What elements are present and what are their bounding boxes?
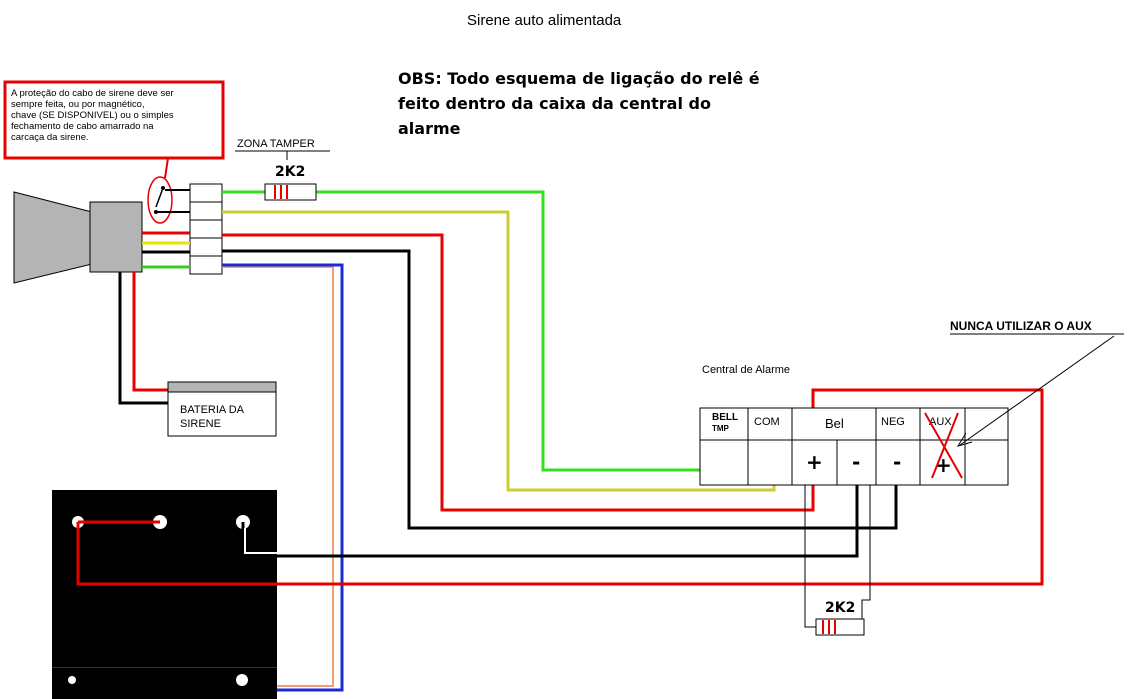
terminal-tmp-label: TMP	[712, 424, 730, 433]
aux-cross-out	[924, 412, 963, 479]
obs-line-1: OBS: Todo esquema de ligação do relê é	[398, 69, 760, 88]
bel-plus-sign: +	[806, 450, 823, 474]
tamper-zone: ZONA TAMPER 2K2	[235, 138, 330, 180]
terminal-bel-label: Bel	[825, 416, 844, 431]
tamper-resistor	[264, 183, 317, 201]
siren-body	[89, 201, 143, 273]
aux-warning-label: NUNCA UTILIZAR O AUX	[950, 319, 1092, 333]
panel-resistor-label: 2K2	[825, 600, 855, 616]
alarm-panel: BELL TMP COM Bel NEG AUX + - - +	[699, 407, 1009, 486]
page-title: Sirene auto alimentada	[467, 12, 622, 29]
relay-contact-4	[68, 676, 76, 684]
obs-note: OBS: Todo esquema de ligação do relê é f…	[398, 69, 760, 138]
tamper-switch	[147, 176, 190, 224]
aux-warning: NUNCA UTILIZAR O AUX	[950, 319, 1124, 447]
relay-board	[52, 490, 277, 699]
tamper-switch-highlight	[147, 176, 173, 224]
protection-line-1: A proteção do cabo de sirene deve ser	[11, 88, 174, 99]
obs-line-3: alarme	[398, 119, 461, 138]
protection-note: A proteção do cabo de sirene deve ser se…	[3, 80, 225, 179]
obs-line-2: feito dentro da caixa da central do	[398, 94, 711, 113]
battery-label-1: BATERIA DA	[180, 404, 245, 416]
terminal-com-label: COM	[754, 416, 780, 428]
protection-pointer	[164, 157, 169, 179]
protection-note-box	[3, 80, 225, 160]
terminal-aux-label: AUX	[929, 416, 952, 428]
siren-battery: BATERIA DA SIRENE	[167, 381, 277, 437]
siren	[13, 191, 143, 284]
terminal-neg-label: NEG	[881, 416, 905, 428]
terminal-bell-label: BELL	[712, 412, 738, 423]
protection-line-4: fechamento de cabo amarrado na	[11, 121, 154, 132]
protection-line-3: chave (SE DISPONIVEL) ou o simples	[11, 110, 174, 121]
terminal-block	[189, 183, 223, 275]
protection-line-5: carcaça da sirene.	[11, 132, 89, 143]
warning-arrow	[959, 335, 1115, 446]
panel-resistor: 2K2	[804, 485, 871, 636]
siren-horn	[13, 191, 93, 284]
bel-minus-sign: -	[852, 450, 860, 474]
battery-label-2: SIRENE	[180, 418, 221, 430]
neg-minus-sign: -	[893, 450, 901, 474]
panel-title: Central de Alarme	[702, 364, 790, 376]
tamper-zone-label: ZONA TAMPER	[237, 138, 315, 150]
tamper-resistor-label: 2K2	[275, 164, 305, 180]
relay-contact-5	[236, 674, 248, 686]
protection-line-2: sempre feita, ou por magnético,	[11, 99, 145, 110]
